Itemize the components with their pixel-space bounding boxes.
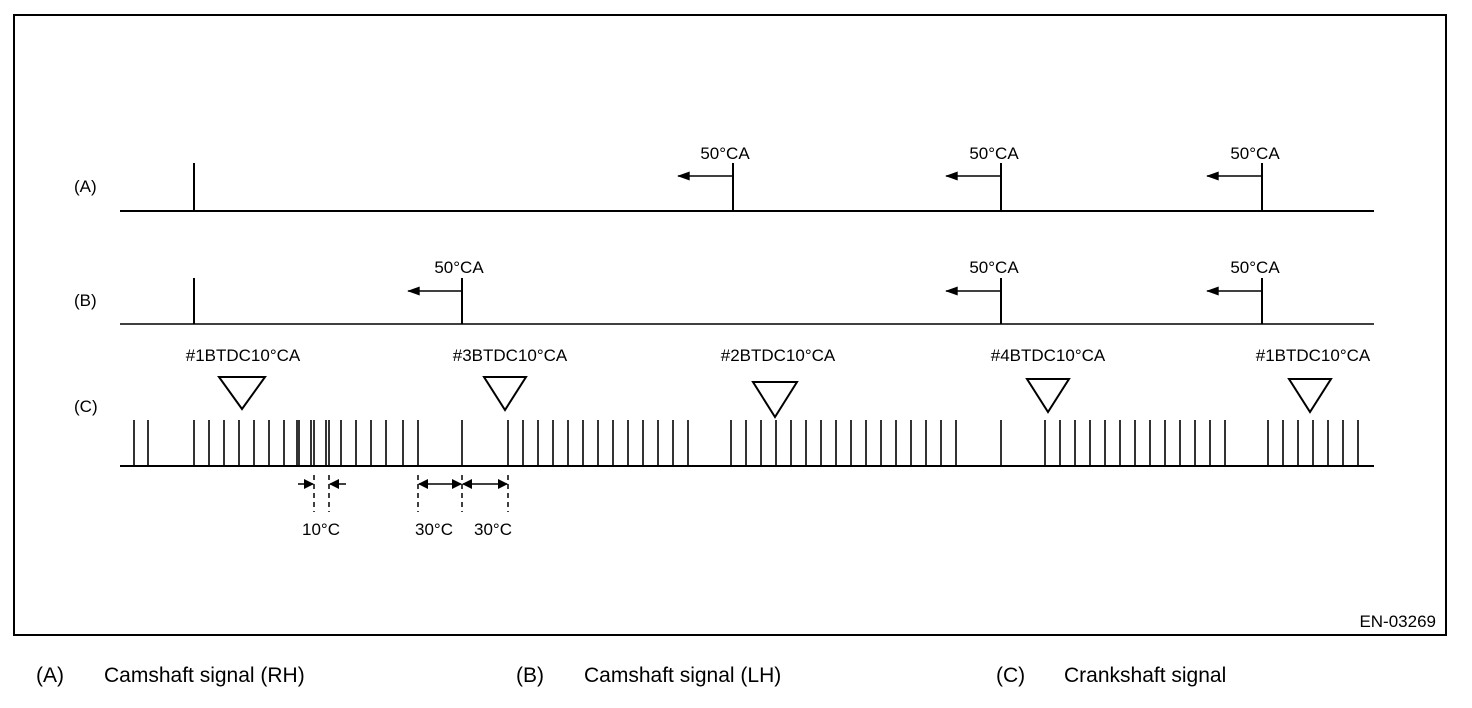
shift-label-b: 50°CA [1230, 258, 1280, 277]
tdc-label: #4BTDC10°CA [991, 346, 1106, 365]
shift-label-b: 50°CA [434, 258, 484, 277]
camshaft-rh-signal: 50°CA 50°CA 50°CA [120, 144, 1374, 212]
tdc-label: #3BTDC10°CA [453, 346, 568, 365]
legend-key: (C) [996, 664, 1026, 687]
tdc-label: #1BTDC10°CA [1256, 346, 1371, 365]
dim-label-30-left: 30°C [415, 520, 453, 539]
row-label-a: (A) [74, 177, 97, 196]
tdc-marker-triangle [482, 376, 528, 412]
legend-key: (A) [36, 664, 64, 687]
dimension-annotations: 10°C 30°C 30°C [298, 475, 512, 539]
figure-id: EN-03269 [1359, 612, 1436, 631]
tdc-marker-triangle [1025, 378, 1071, 414]
legend: (A) Camshaft signal (RH) (B) Camshaft sign… [36, 664, 1456, 694]
legend-text: Crankshaft signal [1064, 664, 1227, 687]
shift-label-a: 50°CA [1230, 144, 1280, 163]
crankshaft-signal: #1BTDC10°CA #3BTDC10°CA #2BTDC10°CA #4BT… [120, 346, 1374, 467]
shift-label-b: 50°CA [969, 258, 1019, 277]
row-label-b: (B) [74, 291, 97, 310]
crank-teeth [133, 420, 1359, 466]
tdc-marker-triangle [217, 376, 267, 411]
dim-label-10: 10°C [302, 520, 340, 539]
camshaft-lh-signal: 50°CA 50°CA 50°CA [120, 258, 1374, 325]
legend-text: Camshaft signal (LH) [584, 664, 782, 687]
legend-item-c: (C) Crankshaft signal [996, 664, 1226, 688]
diagram-frame [13, 14, 1447, 636]
dim-label-30-right: 30°C [474, 520, 512, 539]
tdc-marker-triangle [1287, 378, 1333, 414]
tdc-label: #1BTDC10°CA [186, 346, 301, 365]
legend-item-b: (B) Camshaft signal (LH) [516, 664, 781, 688]
legend-key: (B) [516, 664, 544, 687]
row-label-c: (C) [74, 397, 98, 416]
shift-label-a: 50°CA [700, 144, 750, 163]
tdc-marker-triangle [751, 381, 799, 419]
shift-label-a: 50°CA [969, 144, 1019, 163]
legend-text: Camshaft signal (RH) [104, 664, 305, 687]
tdc-label: #2BTDC10°CA [721, 346, 836, 365]
legend-item-a: (A) Camshaft signal (RH) [36, 664, 305, 688]
